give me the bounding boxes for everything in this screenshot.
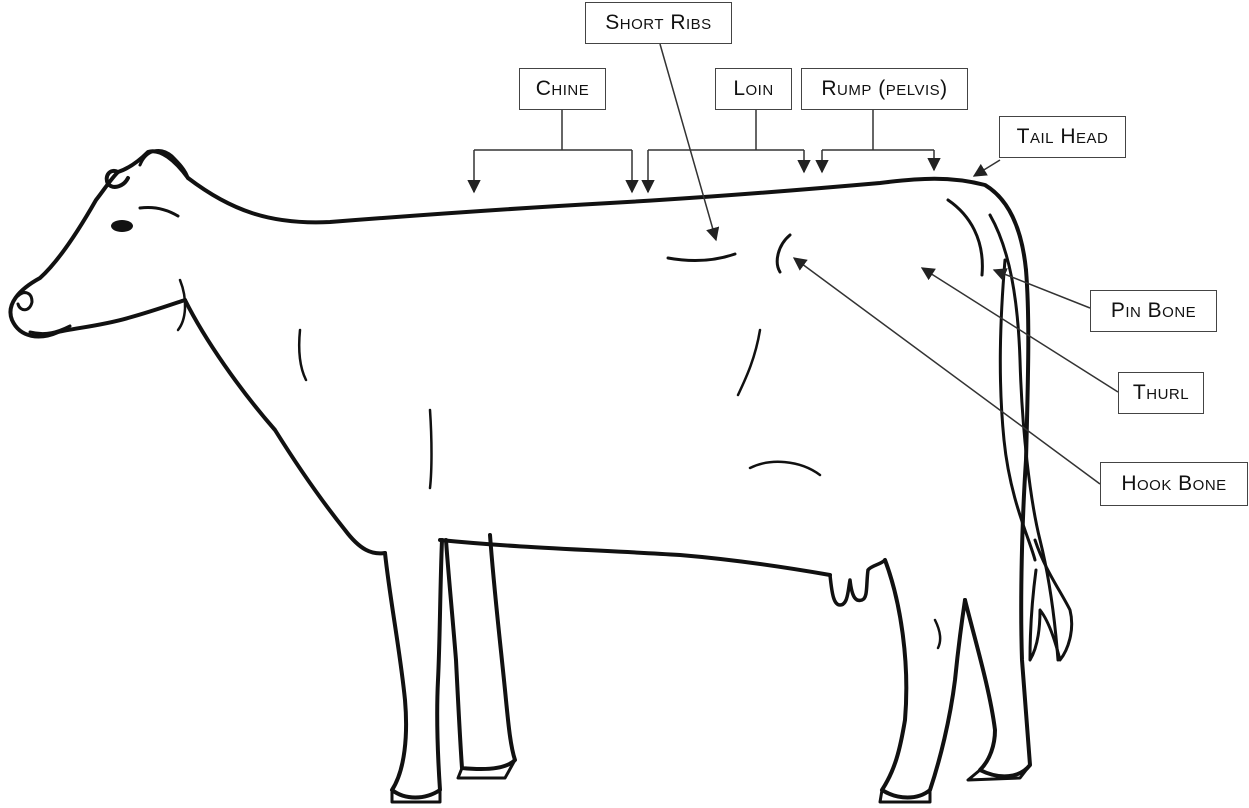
label-pin-bone: Pin Bone [1090,290,1217,332]
rump-bracket [822,110,934,150]
cow-rib-contour [668,254,735,261]
cow-elbow-contour [430,410,432,488]
cow-neck-fold [178,280,185,330]
cow-rear-leg-far [965,460,1030,776]
tail-head-leader [974,160,1000,176]
cow-illustration [10,150,1071,802]
cow-nostril [18,293,32,310]
cow-hip-contour [777,235,790,272]
cow-front-leg-near [385,540,442,798]
chine-bracket [474,110,632,150]
cow-flank-contour [738,330,760,395]
label-loin: Loin [715,68,792,110]
label-chine: Chine [519,68,606,110]
cow-flank-contour-2 [750,462,820,475]
cow-belly-outline [440,540,830,575]
cow-stifle-contour [935,620,940,648]
label-tail-head: Tail Head [999,116,1126,158]
cow-eyebrow [140,207,178,216]
label-hook-bone: Hook Bone [1100,462,1248,506]
hook-bone-leader [794,258,1100,484]
cow-back-outline [188,178,1026,270]
cow-buttock-curve [948,200,982,275]
cow-head-outline [10,151,188,336]
pin-bone-leader [994,270,1090,308]
cow-eye [111,220,133,232]
label-short-ribs: Short Ribs [585,2,732,44]
cow-neck-outline [185,300,385,553]
loin-bracket [648,110,804,150]
label-thurl: Thurl [1118,372,1204,414]
cow-rear-leg-near [882,560,965,798]
cow-front-leg-far [446,535,515,769]
label-rump: Rump (pelvis) [801,68,968,110]
leader-lines [474,44,1118,484]
cow-udder-outline [830,560,885,605]
cow-shoulder-fold [299,330,306,380]
short-ribs-leader [660,44,716,240]
